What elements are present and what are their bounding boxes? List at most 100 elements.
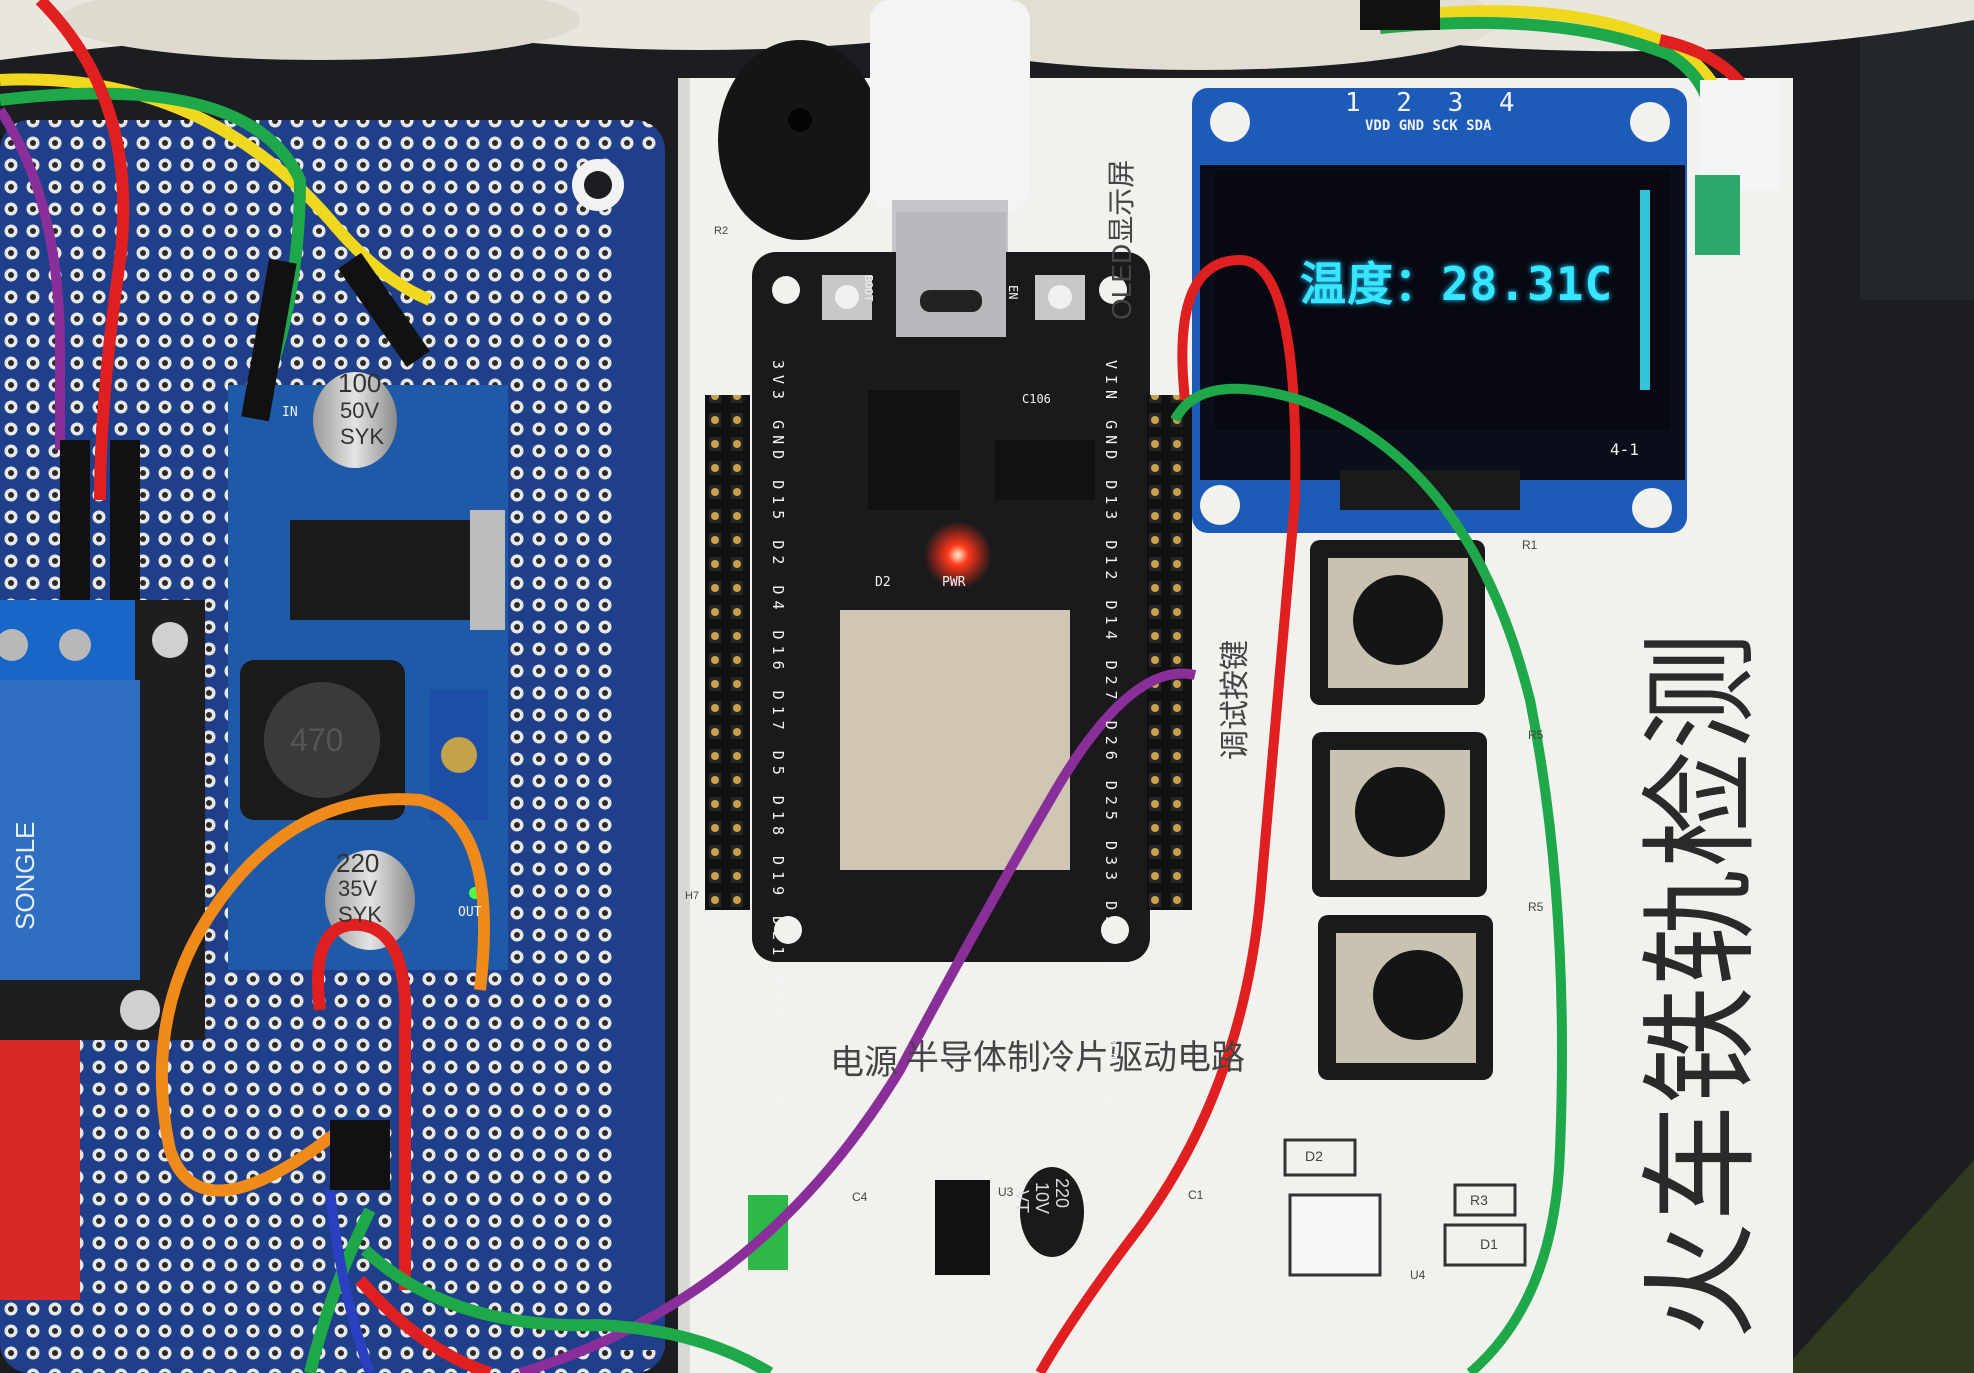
wire-red — [35, 0, 130, 501]
chip-u4 — [1288, 1193, 1382, 1277]
buck-in-label: IN — [282, 405, 298, 420]
right-header-pins — [1147, 395, 1192, 910]
wire-green-long — [1170, 383, 1567, 1373]
buzzer — [718, 40, 882, 240]
cap-100-value: 100 — [338, 368, 382, 398]
mount-hole — [120, 990, 160, 1030]
left-header-pins — [705, 395, 750, 910]
label-u4: U4 — [1410, 1268, 1426, 1282]
wire-orange — [155, 793, 490, 1197]
dupont-connector — [110, 440, 140, 600]
relay-brand: SONGLE — [10, 821, 40, 930]
d2-label: D2 — [875, 575, 891, 590]
mount-hole — [1632, 488, 1672, 528]
mount-hole — [1101, 916, 1129, 944]
ic-label: C106 — [1022, 392, 1051, 406]
oled-pin-labels: VDD GND SCK SDA — [1365, 118, 1492, 134]
mat-stripe — [1780, 1160, 1974, 1373]
cap-100uf — [313, 372, 397, 468]
mount-hole — [1210, 102, 1250, 142]
mount-hole — [152, 622, 188, 658]
usb-c-opening — [920, 290, 982, 312]
usb-c-port — [896, 212, 1006, 337]
dupont-connector — [330, 1120, 390, 1190]
white-pcb-shadow — [678, 78, 690, 1373]
label-r5-a: R5 — [1528, 728, 1544, 742]
relay-body — [0, 680, 140, 980]
wire-red-long — [1035, 254, 1301, 1373]
buck-out-label: OUT — [458, 905, 482, 920]
terminal-screw — [59, 629, 91, 661]
cap-100-voltage: 50V — [340, 398, 380, 423]
tactile-button-1-cap — [1353, 575, 1443, 665]
label-c4: C4 — [852, 1190, 868, 1204]
cap-220-voltage: 35V — [338, 876, 378, 901]
diode-d1 — [1443, 1223, 1527, 1267]
tactile-button-3-cap — [1373, 950, 1463, 1040]
pot-screw — [441, 737, 477, 773]
inductor-value: 470 — [290, 722, 344, 758]
debug-button-label: 调试按键 — [1219, 640, 1252, 760]
esp32-right-pin-labels: VIN GND D13 D12 D14 D27 D26 D25 D33 D32 … — [1102, 360, 1120, 1202]
mount-hole — [1200, 485, 1240, 525]
tactile-button-2-cap — [1355, 767, 1445, 857]
small-cap-voltage: 10V — [1032, 1182, 1052, 1215]
dupont-connector — [338, 252, 430, 368]
boot-label: BOOT — [862, 275, 875, 302]
label-d2: D2 — [1305, 1148, 1323, 1164]
usb-chip — [868, 390, 960, 510]
wire-green-low-2 — [304, 1207, 376, 1373]
buck-chip-tab — [470, 510, 505, 630]
wire-green-low — [360, 1245, 774, 1373]
terminal-screw — [0, 629, 28, 661]
small-cap-value: 220 — [1052, 1178, 1072, 1209]
mount-hole — [774, 916, 802, 944]
mat-stripe — [1860, 0, 1974, 300]
en-button-cap — [1048, 285, 1072, 309]
mount-hole — [1630, 102, 1670, 142]
label-r3: R3 — [1470, 1192, 1488, 1208]
label-r1: R1 — [1522, 538, 1538, 552]
wire-purple-long — [518, 668, 1197, 1373]
cloth-fold — [900, 0, 1500, 70]
boot-button-cap — [835, 285, 859, 309]
oled-board-mark: 4-1 — [1610, 440, 1639, 459]
label-c1: C1 — [1188, 1188, 1204, 1202]
regulator-u3 — [935, 1180, 990, 1275]
oled-header-pins: 1 2 3 4 — [1345, 88, 1525, 118]
esp32-left-pin-labels: 3V3 GND D15 D2 D4 D16 D17 D5 D18 D19 D21… — [769, 360, 787, 1202]
label-h7: H7 — [685, 890, 700, 902]
power-label: 电源 — [830, 1044, 898, 1082]
cloth-fold — [60, 0, 580, 60]
cap-220-value: 220 — [336, 848, 380, 878]
label-r2: R2 — [714, 225, 729, 237]
mount-hole — [584, 171, 612, 199]
small-cap-brand: VT — [1012, 1190, 1032, 1214]
cap-220-brand: SYK — [338, 902, 383, 927]
mount-hole — [1099, 276, 1127, 304]
cooler-driver-label: 半导体制冷片驱动电路 — [905, 1039, 1245, 1077]
usb-cable — [870, 0, 1030, 210]
jst-connector — [1700, 80, 1780, 190]
cap-220uf-small — [1020, 1167, 1084, 1257]
oled-scrollbar — [1640, 190, 1650, 390]
pwr-label: PWR — [942, 575, 966, 590]
inductor-core — [264, 682, 380, 798]
cap-100-brand: SYK — [340, 424, 385, 449]
wire-red-low — [355, 1276, 492, 1373]
wire-red-loop — [312, 918, 412, 1290]
dupont-connector — [60, 440, 90, 600]
diode-d2 — [1283, 1138, 1357, 1177]
buck-chip — [290, 520, 490, 620]
buzzer-hole — [788, 108, 812, 132]
resistor-r3 — [1453, 1183, 1517, 1217]
wire-purple — [0, 107, 65, 450]
oled-display-label: OLED显示屏 — [1106, 159, 1137, 320]
regulator-chip — [995, 440, 1095, 500]
project-title: 火车铁轨检测 — [1632, 631, 1770, 1340]
label-r5-b: R5 — [1528, 900, 1544, 914]
oled-reading: 温度：28.31C — [1300, 257, 1614, 311]
power-led — [924, 521, 992, 589]
en-label: EN — [1006, 285, 1020, 300]
